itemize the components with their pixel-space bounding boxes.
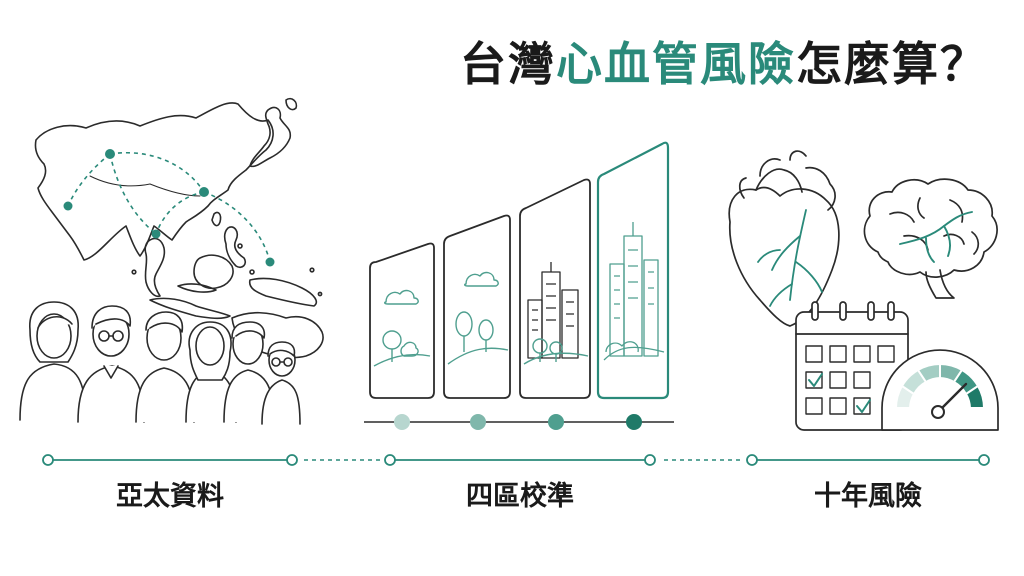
process-timeline — [42, 454, 990, 466]
timeline-node — [978, 454, 990, 466]
page-title: 台灣心血管風險怎麼算？ — [460, 28, 988, 94]
heart-icon — [728, 150, 840, 327]
step-label-asia-pacific-data: 亞太資料 — [116, 481, 224, 512]
region-panel-2 — [443, 214, 511, 399]
asia-pacific-map-icon — [34, 97, 324, 359]
timeline-node — [644, 454, 656, 466]
title-suffix: 怎麼算？ — [796, 37, 988, 91]
timeline-node — [746, 454, 758, 466]
calibration-slider — [364, 414, 674, 430]
connection-routes — [67, 152, 271, 263]
timeline-node — [286, 454, 298, 466]
title-highlight: 心血管風險 — [556, 37, 796, 91]
timeline-node — [42, 454, 54, 466]
region-panel-4 — [596, 141, 670, 400]
people-group-icon — [19, 301, 301, 425]
location-dots — [63, 149, 275, 267]
region-panel-1 — [369, 242, 435, 399]
four-region-panels-icon — [369, 141, 670, 400]
brain-icon — [863, 178, 998, 299]
timeline-node — [384, 454, 396, 466]
step-label-ten-year-risk: 十年風險 — [814, 481, 922, 512]
step-label-four-region-calibration: 四區校準 — [466, 481, 574, 512]
calendar-icon — [795, 301, 909, 431]
region-panel-3 — [519, 178, 591, 399]
title-prefix: 台灣 — [460, 37, 556, 91]
risk-gauge-icon — [881, 349, 999, 431]
